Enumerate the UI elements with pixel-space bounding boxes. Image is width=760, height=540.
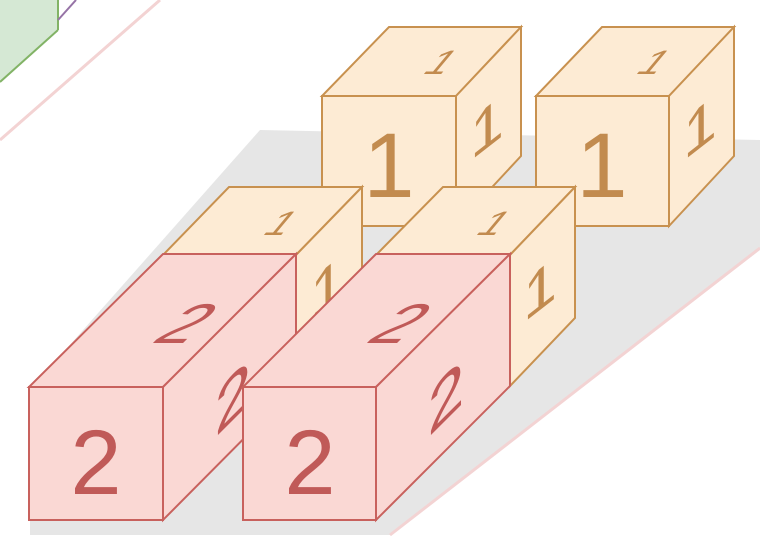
offscreen-green-block bbox=[0, 0, 77, 83]
block-front-right-front-face bbox=[242, 386, 377, 521]
block-front-left: 2 2 2 bbox=[26, 251, 299, 523]
block-back-right-front-label: 1 bbox=[576, 115, 627, 217]
block-mid-right: 1 1 bbox=[373, 184, 578, 389]
block-front-left-front-face bbox=[28, 386, 164, 521]
platform-edge-line-left bbox=[0, 0, 161, 142]
block-back-right: 1 1 1 bbox=[533, 24, 737, 229]
platform-edge-line bbox=[389, 246, 760, 537]
block-front-left-front-label: 2 bbox=[70, 412, 121, 514]
block-back-left-front-label: 1 bbox=[363, 115, 414, 217]
block-front-right-front-label: 2 bbox=[284, 412, 335, 514]
block-front-right: 2 2 2 bbox=[240, 251, 513, 523]
